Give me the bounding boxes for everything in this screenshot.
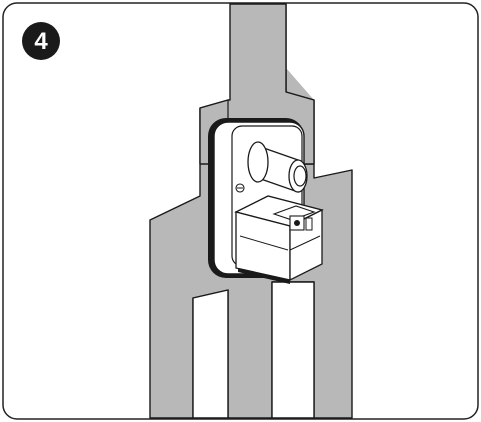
center-opening [271, 281, 315, 419]
sensor-pad [272, 205, 316, 221]
sensor-dot [294, 220, 300, 226]
spindle-body [247, 141, 269, 183]
step-badge-circle [22, 22, 60, 60]
module-bevel-2 [289, 235, 321, 251]
lock-cylinder-device-icon [208, 118, 324, 284]
module-bottom-edge [238, 268, 290, 284]
module-bevel [239, 235, 289, 251]
step-number-badge: 4 [22, 22, 60, 60]
step-number: 4 [34, 28, 48, 55]
sensor-side [305, 217, 313, 231]
left-inner-strip [192, 289, 229, 419]
spindle-cap [293, 165, 307, 187]
